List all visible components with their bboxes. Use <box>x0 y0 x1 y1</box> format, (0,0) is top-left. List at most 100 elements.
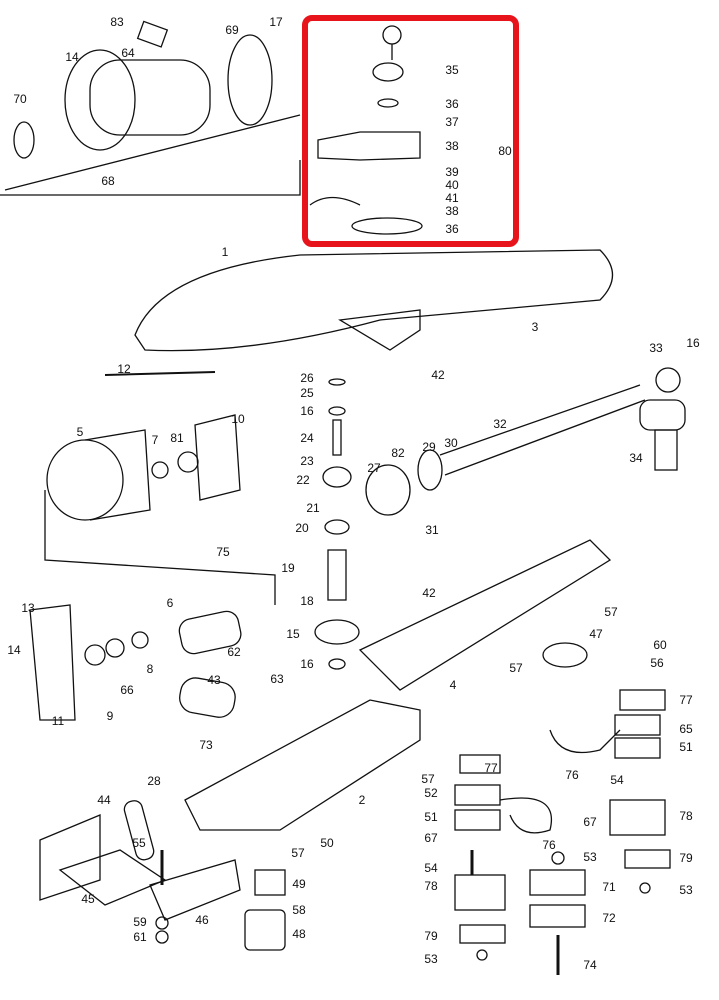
switch-65 <box>614 714 661 736</box>
nut-33 <box>655 367 681 393</box>
callout-label: 13 <box>21 601 35 615</box>
plate-44 <box>39 814 101 901</box>
callout-label: 44 <box>97 793 111 807</box>
callout-label: 67 <box>424 831 438 845</box>
callout-label: 79 <box>679 851 693 865</box>
callout-label: 16 <box>686 336 700 350</box>
callout-label: 61 <box>133 930 147 944</box>
callout-label: 35 <box>445 63 459 77</box>
callout-label: 74 <box>583 958 597 972</box>
pin-34 <box>654 429 678 471</box>
callout-label: 14 <box>7 643 21 657</box>
lever-plate <box>317 131 421 161</box>
inset-frame <box>0 160 301 196</box>
callout-label: 58 <box>292 903 306 917</box>
callout-label: 28 <box>147 774 161 788</box>
callout-label: 47 <box>589 627 603 641</box>
callout-label: 31 <box>425 523 439 537</box>
callout-label: 9 <box>106 709 114 723</box>
callout-label: 80 <box>498 144 512 158</box>
cam-plate <box>351 217 423 235</box>
stator-5 <box>46 439 124 521</box>
callout-label: 65 <box>679 722 693 736</box>
callout-label: 5 <box>76 425 84 439</box>
pad-77b <box>459 754 501 774</box>
callout-label: 68 <box>101 174 115 188</box>
cover-78 <box>609 799 666 836</box>
callout-label: 27 <box>367 461 381 475</box>
callout-label: 73 <box>199 738 213 752</box>
switch-52 <box>454 784 501 806</box>
callout-label: 16 <box>300 657 314 671</box>
callout-label: 72 <box>602 911 616 925</box>
callout-label: 43 <box>207 673 221 687</box>
callout-label: 14 <box>65 50 79 64</box>
callout-label: 40 <box>445 178 459 192</box>
seal-ring <box>13 121 35 159</box>
callout-label: 81 <box>170 431 184 445</box>
callout-label: 55 <box>132 836 146 850</box>
rotor-6 <box>178 610 242 655</box>
box-51b <box>454 809 501 831</box>
callout-label: 3 <box>531 320 539 334</box>
bearing-29 <box>417 449 443 491</box>
callout-label: 49 <box>292 877 306 891</box>
cover <box>134 249 614 352</box>
callout-label: 52 <box>424 786 438 800</box>
callout-label: 24 <box>300 431 314 445</box>
callout-label: 50 <box>320 836 334 850</box>
callout-label: 26 <box>300 371 314 385</box>
callout-label: 7 <box>151 433 159 447</box>
callout-label: 59 <box>133 915 147 929</box>
callout-label: 57 <box>421 772 435 786</box>
callout-label: 36 <box>445 222 459 236</box>
callout-label: 8 <box>146 662 154 676</box>
callout-label: 17 <box>269 15 283 29</box>
callout-label: 46 <box>195 913 209 927</box>
callout-label: 22 <box>296 473 310 487</box>
callout-label: 18 <box>300 594 314 608</box>
callout-label: 33 <box>649 341 663 355</box>
callout-label: 51 <box>679 740 693 754</box>
callout-label: 70 <box>13 92 27 106</box>
callout-label: 54 <box>424 861 438 875</box>
callout-label: 53 <box>424 952 438 966</box>
callout-label: 48 <box>292 927 306 941</box>
callout-label: 79 <box>424 929 438 943</box>
callout-label: 12 <box>117 362 131 376</box>
callout-label: 34 <box>629 451 643 465</box>
block-72 <box>529 904 586 928</box>
callout-label: 42 <box>422 586 436 600</box>
callout-label: 20 <box>295 521 309 535</box>
callout-label: 83 <box>110 15 124 29</box>
callout-label: 39 <box>445 165 459 179</box>
callout-label: 23 <box>300 454 314 468</box>
block-71 <box>529 869 586 896</box>
rod-12 <box>104 371 216 376</box>
callout-label: 51 <box>424 810 438 824</box>
highlight-box <box>302 15 519 247</box>
callout-label: 78 <box>424 879 438 893</box>
callout-label: 76 <box>565 768 579 782</box>
end-cap-10 <box>194 414 241 501</box>
inset-divider <box>4 114 301 191</box>
callout-label: 6 <box>166 596 174 610</box>
callout-label: 32 <box>493 417 507 431</box>
motor-flange <box>64 49 136 151</box>
callout-label: 4 <box>449 678 457 692</box>
motor-body <box>89 59 211 136</box>
bracket-11 <box>29 604 76 721</box>
arm-46 <box>149 859 241 921</box>
callout-label: 11 <box>51 714 65 728</box>
base-4 <box>358 539 612 691</box>
bracket-34 <box>639 399 686 431</box>
clip-79 <box>624 849 671 869</box>
motor-end-plate <box>227 34 273 126</box>
callout-label: 1 <box>221 245 229 259</box>
callout-label: 38 <box>445 204 459 218</box>
callout-label: 57 <box>604 605 618 619</box>
callout-label: 2 <box>358 793 366 807</box>
callout-label: 25 <box>300 386 314 400</box>
callout-label: 53 <box>583 850 597 864</box>
